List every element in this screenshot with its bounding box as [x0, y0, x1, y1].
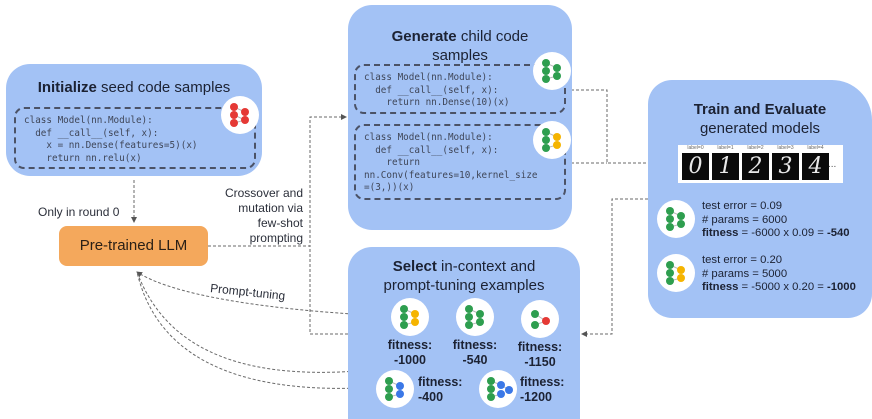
select-title: Select in-context and prompt-tuning exam…: [383, 258, 545, 294]
green-yellow-network-icon: [533, 121, 571, 159]
generate-code-1: class Model(nn.Module): def __call__(sel…: [354, 64, 566, 114]
initialize-title: Initialize seed code samples: [37, 79, 231, 96]
arrow-train-to-select: [581, 198, 648, 337]
prompt-tuning-label: Prompt-tuning: [209, 281, 286, 303]
example-fitness: fitness:-1150: [517, 340, 563, 369]
green-yellow-network-icon: [391, 298, 429, 336]
green-network-icon: [456, 298, 494, 336]
result-2: test error = 0.20 # params = 5000 fitnes…: [702, 254, 856, 293]
example-fitness: fitness:-540: [452, 338, 498, 367]
train-title: Train and Evaluate generated models: [693, 101, 827, 137]
mnist-digit: 2: [742, 153, 769, 180]
generate-panel: Generate child code samples class Model(…: [348, 5, 572, 230]
initialize-code: class Model(nn.Module): def __call__(sel…: [14, 107, 256, 169]
mnist-digit: 4: [802, 153, 829, 180]
example-fitness: fitness:-1200: [520, 375, 565, 404]
initialize-panel: Initialize seed code samples class Model…: [6, 64, 262, 176]
example-fitness: fitness:-400: [418, 375, 463, 404]
mnist-digit: 3: [772, 153, 799, 180]
mnist-samples: label=0 label=1 label=2 label=3 label=4 …: [678, 145, 843, 183]
generate-code-2: class Model(nn.Module): def __call__(sel…: [354, 124, 566, 200]
mnist-digit: 0: [682, 153, 709, 180]
green-blue-network-icon: [479, 370, 517, 408]
green-network-icon: [533, 52, 571, 90]
red-network-icon: [221, 96, 259, 134]
result-1: test error = 0.09 # params = 6000 fitnes…: [702, 200, 850, 239]
pretrained-llm-box: Pre-trained LLM: [59, 226, 208, 266]
crossover-label: Crossover and mutation via few-shot prom…: [224, 186, 303, 245]
generate-title: Generate child code samples: [391, 28, 529, 64]
example-fitness: fitness:-1000: [387, 338, 433, 367]
mnist-digit: 1: [712, 153, 739, 180]
green-blue-network-icon: [376, 370, 414, 408]
green-red-network-icon: [521, 300, 559, 338]
green-yellow-network-icon: [657, 254, 695, 292]
only-round0-label: Only in round 0: [38, 205, 120, 219]
green-network-icon: [657, 200, 695, 238]
